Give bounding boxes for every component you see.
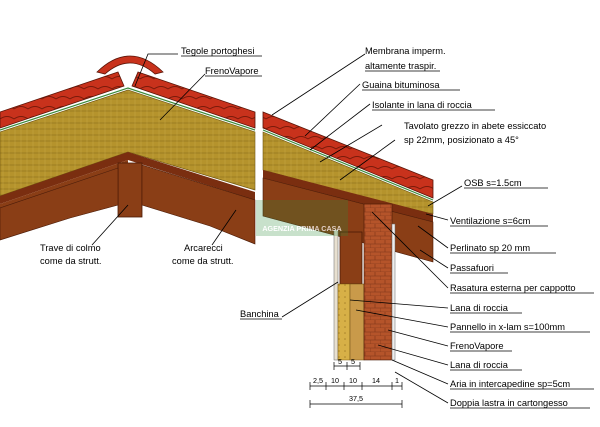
- wall-plate: [339, 231, 363, 285]
- ridge-insulation: [0, 89, 256, 197]
- ridge-rafter-left: [0, 167, 119, 241]
- label-perlinato: Perlinato sp 20 mm: [450, 243, 530, 253]
- dim-row-0: 2,5: [313, 376, 323, 385]
- wall-insulation-outer: [337, 283, 351, 361]
- dim-row-3: 14: [372, 376, 380, 385]
- label-aria: Aria in intercapedine sp=5cm: [450, 379, 570, 389]
- ridge-section: [0, 55, 256, 245]
- label-doppia-lastra: Doppia lastra in cartongesso: [450, 398, 568, 408]
- dim-row-4: 1: [395, 376, 399, 385]
- label-membrana-1: Membrana imperm.: [365, 46, 446, 56]
- ridge-beam: [117, 162, 143, 218]
- xlam-panel: [349, 283, 365, 361]
- label-trave-colmo-2: come da strutt.: [40, 256, 102, 266]
- ridge-purlin-left: [0, 160, 128, 208]
- label-arcarecci-2: come da strutt.: [172, 256, 234, 266]
- label-passafuori: Passafuori: [450, 263, 494, 273]
- eave-tiles: [262, 111, 434, 199]
- dim-top-a: 5: [338, 357, 342, 366]
- wall-plasterboard: [391, 223, 396, 361]
- ridge-cap-tile: [96, 55, 164, 75]
- ridge-rafter-right: [141, 164, 256, 245]
- dim-row-2: 10: [349, 376, 357, 385]
- label-membrana-2: altamente traspir.: [365, 61, 436, 71]
- dim-row-1: 10: [331, 376, 339, 385]
- label-trave-colmo-1: Trave di colmo: [40, 243, 101, 253]
- dim-top-b: 5: [351, 357, 355, 366]
- label-freno-vapore-left: FrenoVapore: [205, 66, 259, 76]
- label-osb: OSB s=1.5cm: [464, 178, 522, 188]
- label-arcarecci-1: Arcarecci: [184, 243, 223, 253]
- label-tegole: Tegole portoghesi: [181, 46, 254, 56]
- label-freno-vapore-right: FrenoVapore: [450, 341, 504, 351]
- dim-total: 37,5: [349, 394, 363, 403]
- label-banchina: Banchina: [240, 309, 280, 319]
- label-pannello: Pannello in x-lam s=100mm: [450, 322, 565, 332]
- left-slope-tiles-b: [131, 71, 256, 129]
- ridge-boarding: [0, 152, 255, 204]
- label-ventilazione: Ventilazione s=6cm: [450, 216, 531, 226]
- wall-plaster: [333, 229, 339, 361]
- label-tavolato-1: Tavolato grezzo in abete essiccato: [404, 121, 546, 131]
- labels: Tegole portoghesi FrenoVapore Trave di c…: [40, 46, 594, 409]
- leader-lines: [91, 53, 463, 404]
- left-slope-tiles-a: [0, 71, 125, 129]
- dimensions: 5 5 2,5 10 10 14 1 37,5: [309, 357, 403, 408]
- label-lana-roccia-2: Lana di roccia: [450, 360, 509, 370]
- svg-text:AGENZIA PRIMA CASA: AGENZIA PRIMA CASA: [262, 224, 341, 233]
- watermark: AGENZIA PRIMA CASA: [256, 200, 348, 236]
- label-isolante: Isolante in lana di roccia: [372, 100, 473, 110]
- label-lana-roccia-1: Lana di roccia: [450, 303, 509, 313]
- label-tavolato-2: sp 22mm, posizionato a 45°: [404, 135, 519, 145]
- eave-section: AGENZIA PRIMA CASA: [256, 111, 434, 361]
- label-guaina: Guaina bituminosa: [362, 80, 440, 90]
- label-rasatura: Rasatura esterna per cappotto: [450, 283, 576, 293]
